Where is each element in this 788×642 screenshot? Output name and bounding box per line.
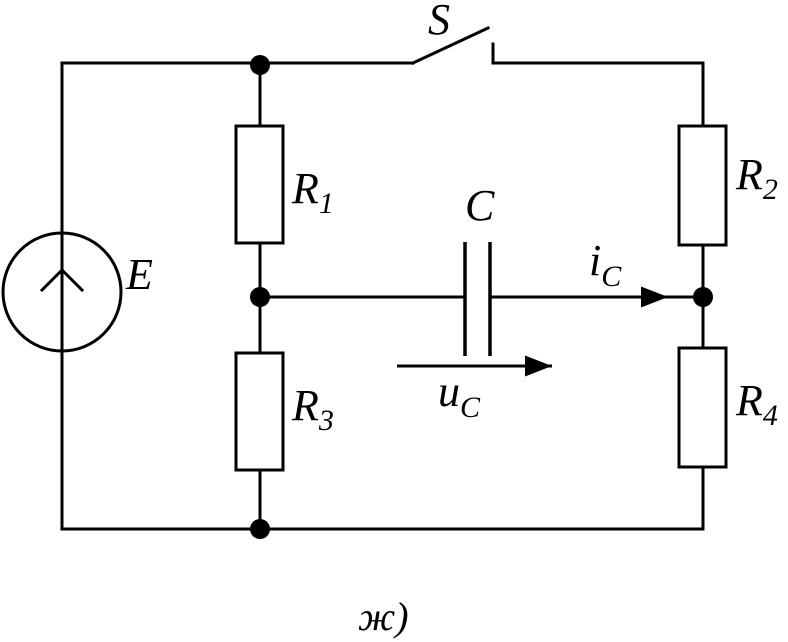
label-r3: R3: [291, 381, 334, 437]
node-middle-left: [250, 287, 270, 307]
node-middle-right: [693, 287, 713, 307]
voltage-source: [1, 231, 123, 353]
resistor-r2: [677, 124, 728, 247]
node-bottom: [250, 519, 270, 539]
label-capacitor: C: [465, 181, 495, 230]
label-r2: R2: [735, 150, 778, 206]
resistor-r4: [677, 346, 728, 469]
label-switch: S: [428, 0, 450, 44]
label-voltage: uC: [438, 367, 481, 424]
label-current: iC: [589, 236, 622, 293]
node-top: [250, 55, 270, 75]
capacitor: [463, 240, 492, 358]
switch: [411, 26, 495, 65]
label-r4: R4: [735, 376, 778, 432]
label-r1: R1: [291, 164, 334, 220]
resistor-r1: [234, 124, 285, 245]
resistor-r3: [234, 351, 285, 472]
caption: ж): [358, 594, 409, 639]
label-source: E: [125, 250, 153, 299]
